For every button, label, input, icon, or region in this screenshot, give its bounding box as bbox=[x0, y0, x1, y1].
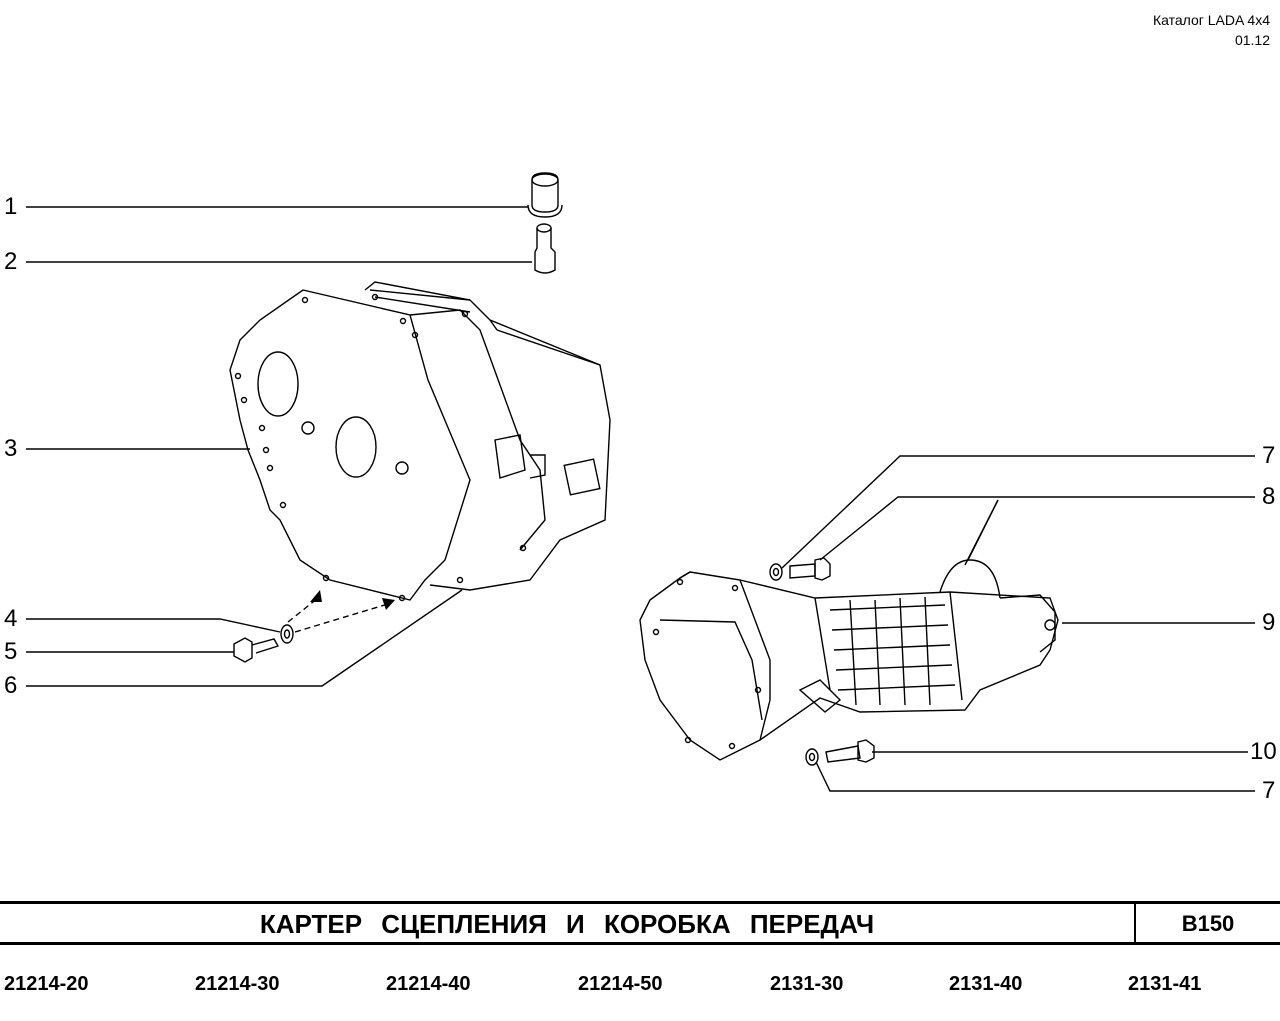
callout-1: 1 bbox=[4, 193, 18, 220]
model-code: 2131-30 bbox=[770, 973, 844, 995]
part-10-bolt bbox=[825, 739, 875, 763]
callout-4: 4 bbox=[4, 605, 18, 632]
assembly-arrows bbox=[287, 597, 389, 633]
catalog-header: Каталог LADA 4x4 01.12 bbox=[1153, 10, 1270, 50]
callout-6: 6 bbox=[4, 672, 18, 699]
part-2-pin bbox=[534, 223, 556, 274]
gearbox-ribs bbox=[829, 596, 956, 706]
leader-line-8 bbox=[819, 496, 1255, 561]
part-5-bolt bbox=[233, 637, 280, 663]
part-3-clutch-housing bbox=[229, 281, 611, 602]
catalog-date: 01.12 bbox=[1234, 32, 1270, 48]
leader-line-6 bbox=[26, 589, 463, 687]
model-code: 21214-50 bbox=[578, 973, 663, 995]
catalog-label: Каталог LADA 4x4 bbox=[1152, 12, 1270, 28]
model-code: 2131-41 bbox=[1128, 973, 1202, 995]
page-title: КАРТЕР СЦЕПЛЕНИЯ И КОРОБКА ПЕРЕДАЧ bbox=[259, 909, 875, 939]
section-code: B150 bbox=[1181, 911, 1235, 936]
part-7-washer-top bbox=[769, 563, 783, 581]
model-code: 21214-20 bbox=[4, 973, 89, 995]
part-1-cap bbox=[527, 172, 563, 218]
model-code: 2131-40 bbox=[949, 973, 1023, 995]
callout-8: 8 bbox=[1262, 483, 1276, 510]
model-code: 21214-40 bbox=[386, 973, 471, 995]
title-band: КАРТЕР СЦЕПЛЕНИЯ И КОРОБКА ПЕРЕДАЧ B150 bbox=[0, 901, 1280, 945]
callout-3: 3 bbox=[4, 435, 18, 462]
part-9-gearbox bbox=[639, 499, 1059, 761]
title-divider bbox=[1134, 904, 1136, 942]
part-8-bolt bbox=[789, 557, 831, 581]
leader-line-7-bottom bbox=[815, 761, 1255, 792]
part-7-washer-bottom bbox=[805, 748, 819, 766]
callout-7-top: 7 bbox=[1262, 442, 1276, 469]
leader-line-7-top bbox=[781, 455, 1255, 569]
part-4-washer bbox=[280, 624, 294, 644]
callout-10: 10 bbox=[1250, 738, 1277, 765]
model-list: 21214-20 21214-30 21214-40 21214-50 2131… bbox=[0, 970, 1280, 1000]
parts-drawing bbox=[26, 172, 1255, 792]
model-code: 21214-30 bbox=[195, 973, 280, 995]
callout-7-bottom: 7 bbox=[1262, 777, 1276, 804]
callout-2: 2 bbox=[4, 248, 18, 275]
leader-line-4 bbox=[26, 618, 281, 633]
callout-5: 5 bbox=[4, 638, 18, 665]
callout-9: 9 bbox=[1262, 609, 1276, 636]
